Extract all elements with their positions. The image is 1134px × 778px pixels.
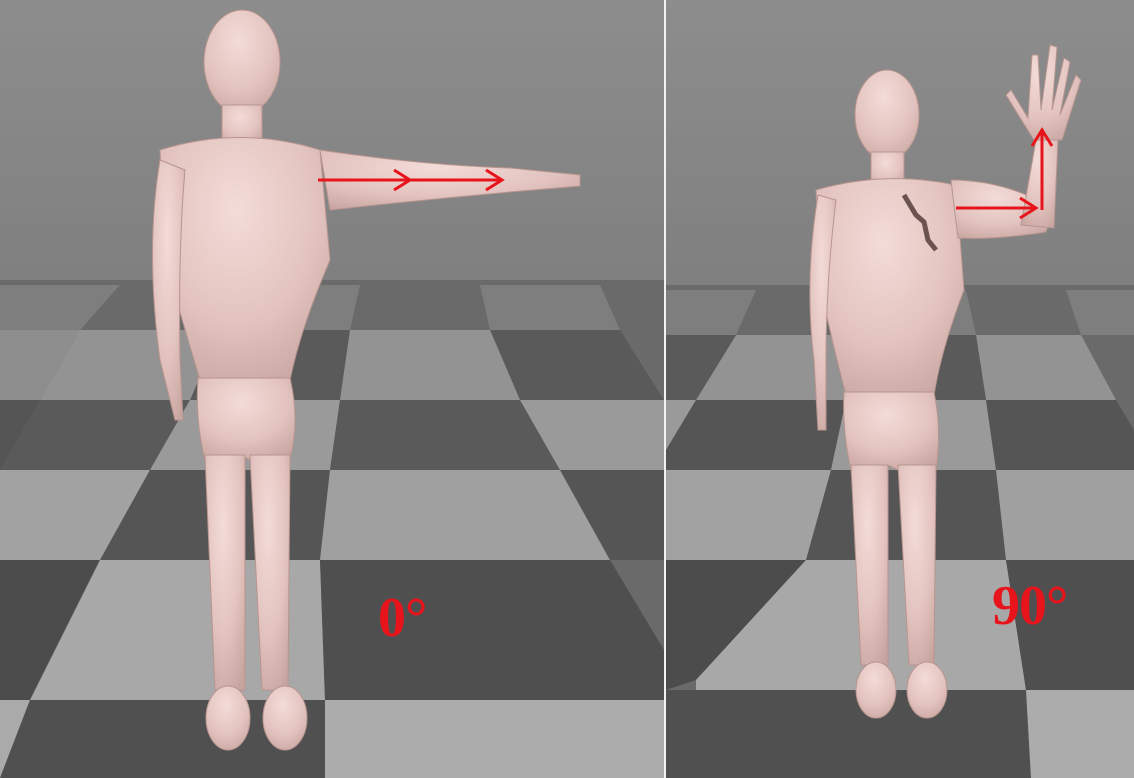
backdrop <box>0 0 664 300</box>
right-panel-90-degrees: 90° <box>666 0 1134 778</box>
head <box>204 10 280 114</box>
right-foot <box>263 686 307 750</box>
left-scene <box>0 0 664 778</box>
right-scene <box>666 0 1134 778</box>
right-foot <box>907 662 947 718</box>
head <box>855 70 919 160</box>
angle-label-90-degrees: 90° <box>992 578 1067 634</box>
pelvis <box>197 378 295 460</box>
angle-label-0-degrees: 0° <box>378 590 426 646</box>
left-panel-0-degrees: 0° <box>0 0 664 778</box>
checker-floor <box>0 280 664 778</box>
left-foot <box>856 662 896 718</box>
left-foot <box>206 686 250 750</box>
pelvis <box>844 392 939 470</box>
